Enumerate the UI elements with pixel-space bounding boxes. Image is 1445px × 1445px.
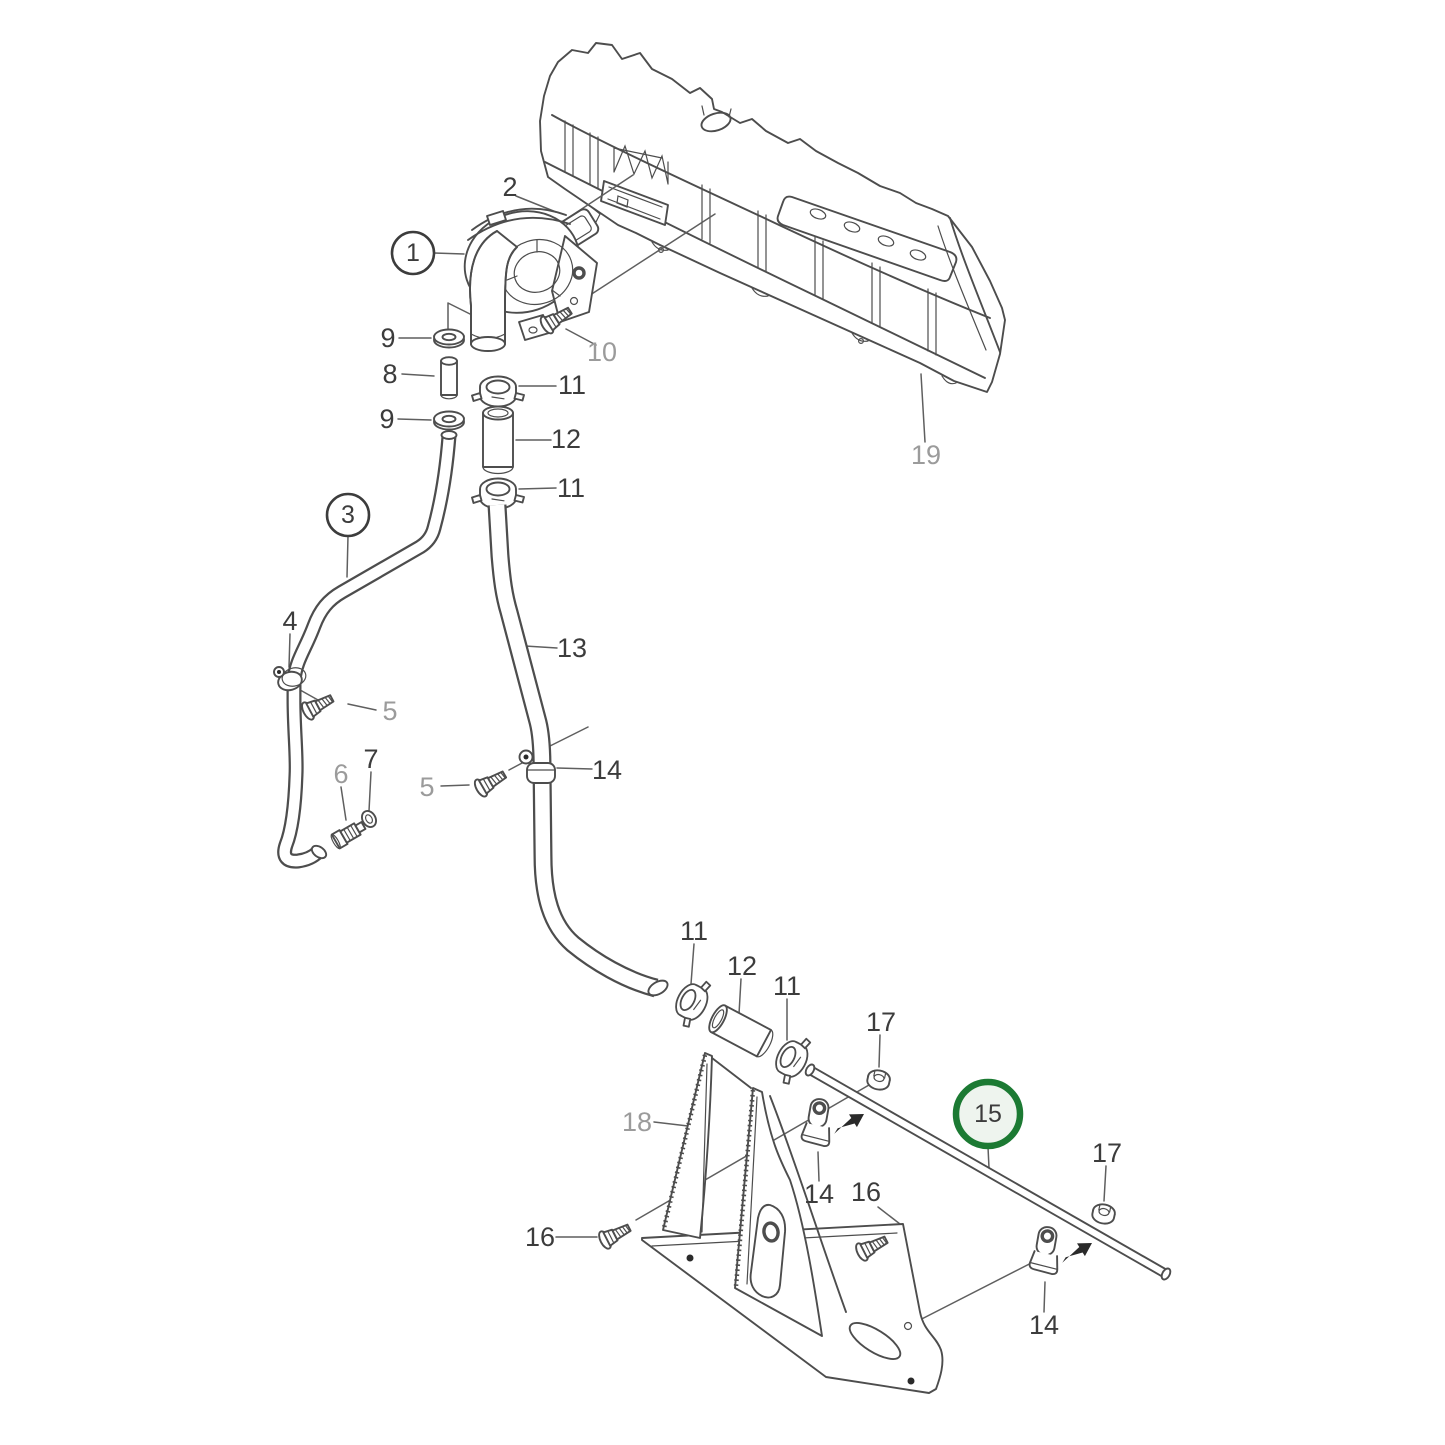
sleeve-12-upper-drawing <box>482 405 514 475</box>
bolt-5-left-drawing <box>298 688 338 723</box>
callout-11[interactable]: 11 <box>773 971 801 1001</box>
callout-6[interactable]: 6 <box>333 759 348 789</box>
callout-number: 17 <box>866 1007 896 1037</box>
bolt-16-left-drawing <box>595 1218 635 1252</box>
clamp-11-lower-right-drawing <box>766 1029 817 1089</box>
callout-number: 6 <box>333 759 348 789</box>
highlight-ring <box>952 1078 1024 1150</box>
callout-19[interactable]: 19 <box>911 440 941 470</box>
callout-ring <box>325 492 371 538</box>
callout-number: 16 <box>525 1222 555 1252</box>
callout-number: 12 <box>727 951 757 981</box>
bracket-18-drawing <box>641 1052 944 1394</box>
callout-number: 1 <box>406 239 420 267</box>
callout-11[interactable]: 11 <box>558 370 586 400</box>
cover-breather-boss <box>600 144 669 226</box>
callout-number: 5 <box>382 696 397 726</box>
callout-number: 18 <box>622 1107 652 1137</box>
callout-17[interactable]: 17 <box>866 1007 896 1037</box>
callout-18[interactable]: 18 <box>622 1107 652 1137</box>
callout-number: 2 <box>502 172 517 202</box>
oil-separator-drawing <box>463 207 598 352</box>
callout-number: 16 <box>851 1177 881 1207</box>
callout-5[interactable]: 5 <box>382 696 397 726</box>
callout-14[interactable]: 14 <box>592 755 622 785</box>
valve-cover-drawing <box>539 42 1006 393</box>
callout-number: 5 <box>419 772 434 802</box>
callout-number: 11 <box>557 473 585 503</box>
insert-arrow-right-icon <box>1062 1243 1092 1263</box>
callout-15-circled[interactable]: 15 <box>952 1078 1024 1150</box>
callout-number: 12 <box>551 424 581 454</box>
callout-number: 11 <box>773 971 801 1001</box>
callout-16[interactable]: 16 <box>525 1222 555 1252</box>
callout-number: 14 <box>804 1179 834 1209</box>
callout-number: 10 <box>587 337 617 367</box>
insert-arrow-left-icon <box>834 1114 864 1134</box>
callout-number: 3 <box>341 501 355 529</box>
callout-number: 19 <box>911 440 941 470</box>
callout-number: 11 <box>680 916 708 946</box>
pipe-15-drawing <box>804 1063 1172 1281</box>
callout-14[interactable]: 14 <box>804 1179 834 1209</box>
callout-number: 11 <box>558 370 586 400</box>
callout-number: 14 <box>1029 1310 1059 1340</box>
sleeve-12-lower-drawing <box>708 1004 774 1058</box>
callout-9[interactable]: 9 <box>379 404 394 434</box>
spacer-8-drawing <box>440 356 458 400</box>
clip-14-right-drawing <box>1026 1223 1067 1277</box>
callout-12[interactable]: 12 <box>551 424 581 454</box>
callout-12[interactable]: 12 <box>727 951 757 981</box>
nut-17-left-drawing <box>864 1067 893 1093</box>
clamp-11-upper-drawing <box>471 375 525 408</box>
callout-8[interactable]: 8 <box>382 359 397 389</box>
cover-oval-hole <box>700 111 732 133</box>
callout-11[interactable]: 11 <box>680 916 708 946</box>
callout-17[interactable]: 17 <box>1092 1138 1122 1168</box>
bolt-5-right-drawing <box>471 765 511 800</box>
callout-3-circled[interactable]: 3 <box>325 492 371 538</box>
washer-9-upper-drawing <box>433 328 465 349</box>
callout-10[interactable]: 10 <box>587 337 617 367</box>
separator-flange <box>551 235 598 323</box>
callout-11[interactable]: 11 <box>557 473 585 503</box>
clamp-14-hose-drawing <box>518 749 556 784</box>
callout-number: 4 <box>282 606 297 636</box>
callout-number: 7 <box>363 744 378 774</box>
hose-13-drawing <box>487 504 669 998</box>
callout-number: 17 <box>1092 1138 1122 1168</box>
callout-7[interactable]: 7 <box>363 744 378 774</box>
separator-pipe-outlet <box>470 336 506 352</box>
callout-14[interactable]: 14 <box>1029 1310 1059 1340</box>
callout-1-circled[interactable]: 1 <box>390 230 436 276</box>
callout-2[interactable]: 2 <box>502 172 517 202</box>
washer-7-drawing <box>360 810 378 828</box>
clamp-4-drawing <box>273 666 307 692</box>
callout-number: 9 <box>379 404 394 434</box>
callout-number: 15 <box>974 1100 1002 1128</box>
callout-5[interactable]: 5 <box>419 772 434 802</box>
callout-number: 14 <box>592 755 622 785</box>
nut-17-right-drawing <box>1089 1201 1118 1227</box>
callout-number: 9 <box>380 323 395 353</box>
callout-13[interactable]: 13 <box>557 633 587 663</box>
callout-number: 13 <box>557 633 587 663</box>
callout-9[interactable]: 9 <box>380 323 395 353</box>
clamp-11-mid-drawing <box>471 477 525 510</box>
cover-top-panel <box>776 195 958 282</box>
washer-9-lower-drawing <box>433 410 465 431</box>
callout-number: 8 <box>382 359 397 389</box>
fitting-6-drawing <box>330 821 367 850</box>
leader-lines <box>288 174 1107 1331</box>
callout-4[interactable]: 4 <box>282 606 297 636</box>
callout-ring <box>390 230 436 276</box>
callout-16[interactable]: 16 <box>851 1177 881 1207</box>
